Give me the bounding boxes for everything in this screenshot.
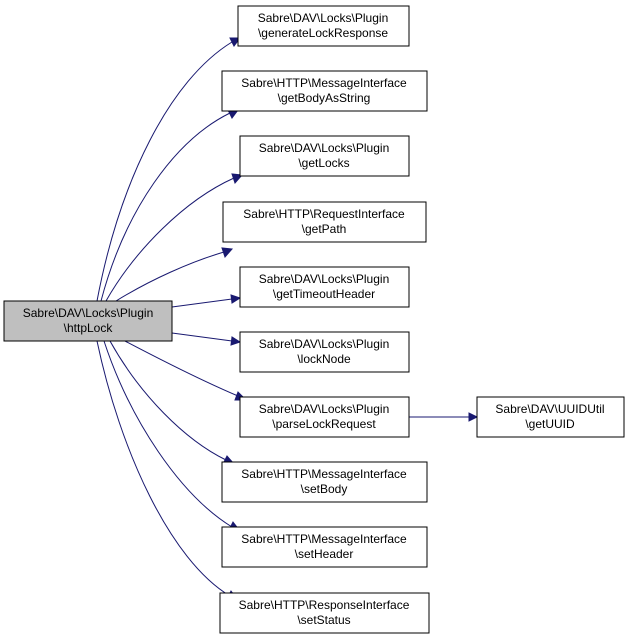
node-line1: Sabre\HTTP\RequestInterface xyxy=(243,207,405,221)
node-line2: \parseLockRequest xyxy=(272,417,376,431)
edge-root-lockNode xyxy=(171,332,233,342)
node-line1: Sabre\DAV\Locks\Plugin xyxy=(258,11,389,25)
node-line1: Sabre\DAV\UUIDUtil xyxy=(495,402,604,416)
node-generateLockResponse[interactable]: Sabre\DAV\Locks\Plugin \generateLockResp… xyxy=(237,5,410,47)
node-line2: \lockNode xyxy=(297,352,351,366)
node-line1: Sabre\DAV\Locks\Plugin xyxy=(259,141,390,155)
edge-root-getBodyAsString xyxy=(100,112,231,302)
edge-root-getLocks xyxy=(105,177,235,302)
node-line2: \getTimeoutHeader xyxy=(273,287,375,301)
edge-root-setBody xyxy=(109,340,227,461)
node-line1: Sabre\HTTP\ResponseInterface xyxy=(239,598,410,612)
edge-root-parseLockRequest xyxy=(124,340,239,397)
node-setBody[interactable]: Sabre\HTTP\MessageInterface \setBody xyxy=(221,461,428,503)
node-getTimeoutHeader[interactable]: Sabre\DAV\Locks\Plugin \getTimeoutHeader xyxy=(239,266,410,308)
node-line1: Sabre\HTTP\MessageInterface xyxy=(241,467,407,481)
node-line1: Sabre\DAV\Locks\Plugin xyxy=(259,337,390,351)
node-getPath[interactable]: Sabre\HTTP\RequestInterface \getPath xyxy=(222,201,427,243)
node-parseLockRequest[interactable]: Sabre\DAV\Locks\Plugin \parseLockRequest xyxy=(239,396,410,438)
node-getLocks[interactable]: Sabre\DAV\Locks\Plugin \getLocks xyxy=(239,135,410,177)
node-line1: Sabre\DAV\Locks\Plugin xyxy=(259,272,390,286)
node-line1: Sabre\DAV\Locks\Plugin xyxy=(23,306,154,320)
node-line2: \getUUID xyxy=(525,417,575,431)
node-setHeader[interactable]: Sabre\HTTP\MessageInterface \setHeader xyxy=(221,526,428,568)
edge-root-generateLockResponse xyxy=(96,41,233,302)
edge-arrowhead xyxy=(221,247,234,258)
node-line1: Sabre\HTTP\MessageInterface xyxy=(241,76,407,90)
edge-arrowhead xyxy=(230,294,242,304)
node-line2: \getLocks xyxy=(298,156,349,170)
node-getBodyAsString[interactable]: Sabre\HTTP\MessageInterface \getBodyAsSt… xyxy=(221,70,428,112)
node-line2: \getBodyAsString xyxy=(278,91,371,105)
node-line2: \httpLock xyxy=(64,321,114,335)
node-setStatus[interactable]: Sabre\HTTP\ResponseInterface \setStatus xyxy=(219,592,430,634)
edge-root-getPath xyxy=(115,251,225,302)
node-getUUID[interactable]: Sabre\DAV\UUIDUtil \getUUID xyxy=(476,396,625,438)
node-lockNode[interactable]: Sabre\DAV\Locks\Plugin \lockNode xyxy=(239,331,410,373)
node-line1: Sabre\HTTP\MessageInterface xyxy=(241,532,407,546)
node-line2: \getPath xyxy=(302,222,347,236)
node-line2: \setHeader xyxy=(295,547,354,561)
node-line2: \setStatus xyxy=(297,613,350,627)
edge-root-setStatus xyxy=(96,340,231,597)
node-httpLock[interactable]: Sabre\DAV\Locks\Plugin \httpLock xyxy=(3,300,173,342)
node-line2: \generateLockResponse xyxy=(258,26,388,40)
node-line2: \setBody xyxy=(301,482,348,496)
node-line1: Sabre\DAV\Locks\Plugin xyxy=(259,402,390,416)
edge-root-setHeader xyxy=(103,340,233,528)
edge-arrowhead xyxy=(468,412,479,422)
edge-arrowhead xyxy=(230,336,242,346)
edge-root-getTimeoutHeader xyxy=(171,298,233,308)
